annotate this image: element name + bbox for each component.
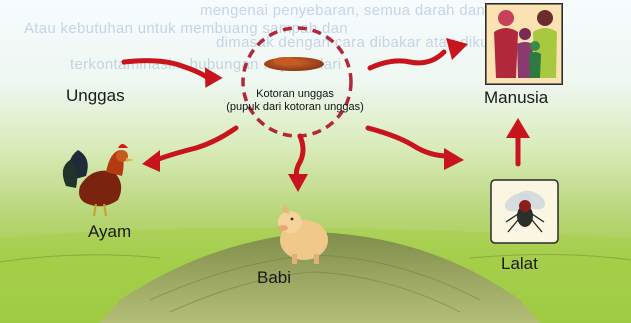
arrow-manure-to-manusia [370,52,444,68]
arrow-manure-to-babi [296,136,303,180]
node-label-manusia: Manusia [484,88,548,108]
node-label-lalat: Lalat [501,254,538,274]
arrow-manure-to-ayam [156,128,236,160]
rooster-icon [63,144,134,216]
manure-pile-icon [264,57,324,71]
node-label-kotoran-unggas: Kotoran unggas (pupuk dari kotoran ungga… [205,88,385,114]
node-label-unggas: Unggas [66,86,125,106]
fly-icon [491,180,558,243]
node-label-babi: Babi [257,268,291,288]
arrow-unggas-to-manure [124,61,208,78]
arrow-manure-to-lalat [368,128,448,156]
family-icon [486,4,562,84]
center-label-line1: Kotoran unggas [205,88,385,101]
node-label-ayam: Ayam [88,222,131,242]
center-label-line2: (pupuk dari kotoran unggas) [205,101,385,114]
manure-highlight-circle [243,28,351,136]
